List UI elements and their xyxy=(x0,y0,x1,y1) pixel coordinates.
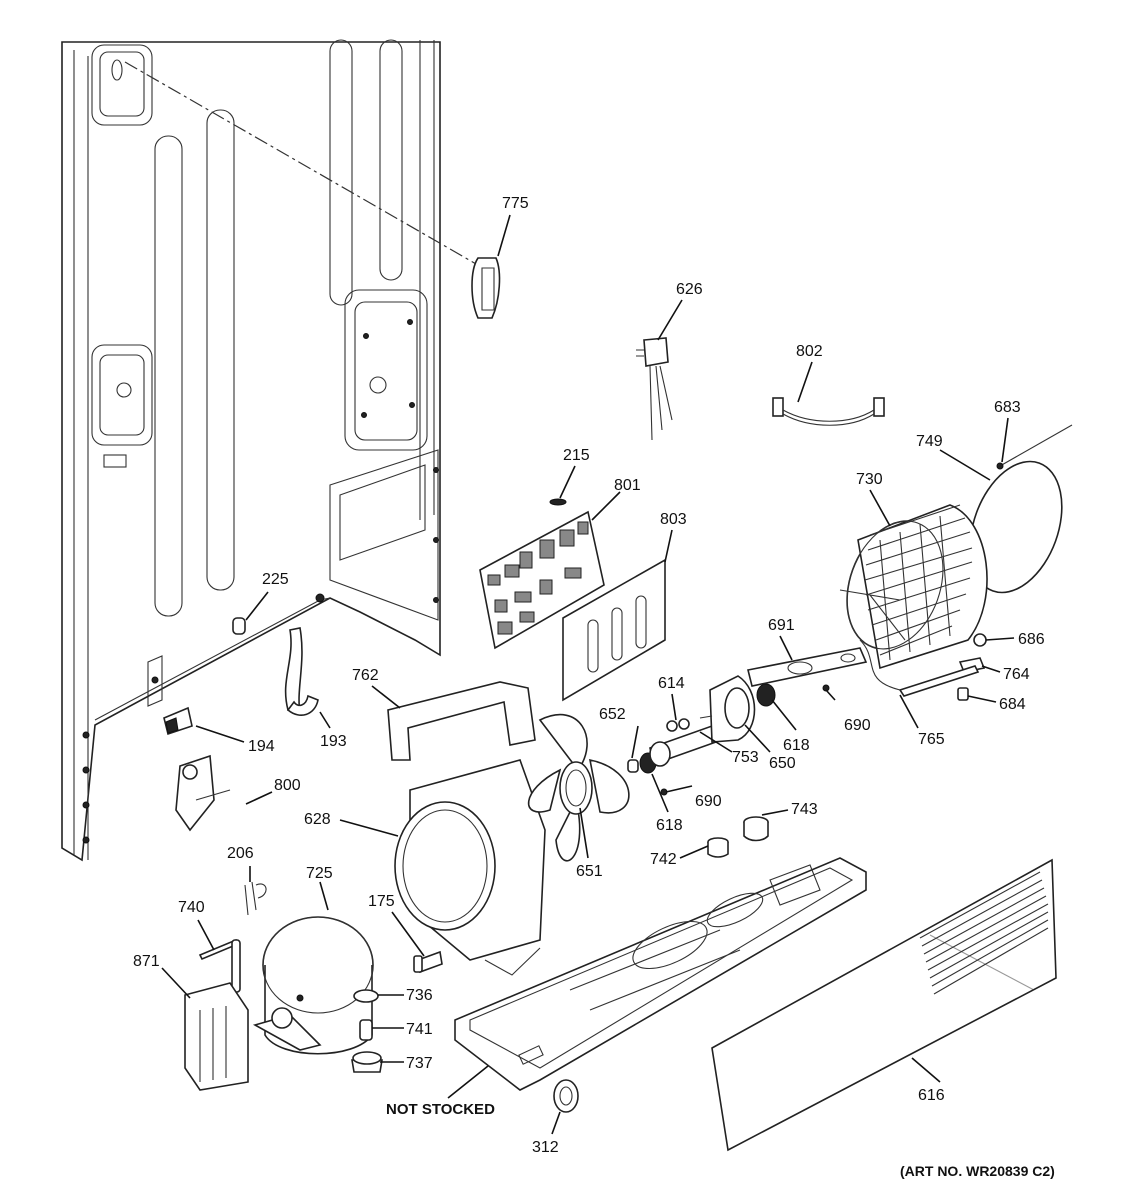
part-614-label: 614 xyxy=(658,675,685,692)
part-753-label: 753 xyxy=(732,749,759,766)
part-730-label: 730 xyxy=(856,471,883,488)
part-801-control-board xyxy=(479,510,605,650)
part-737-label: 737 xyxy=(406,1055,433,1072)
part-801-label: 801 xyxy=(614,477,641,494)
part-800-label: 800 xyxy=(274,777,301,794)
part-312-roller xyxy=(553,1079,579,1113)
part-691-label: 691 xyxy=(768,617,795,634)
part-684-screw xyxy=(957,687,969,701)
part-215-label: 215 xyxy=(563,447,590,464)
part-206-label: 206 xyxy=(227,845,254,862)
art-number-note: (ART NO. WR20839 C2) xyxy=(900,1163,1055,1179)
base-pan xyxy=(454,857,867,1091)
part-651-fan-blade xyxy=(527,713,630,862)
part-626-harness xyxy=(636,337,673,441)
part-652-spacer xyxy=(627,759,639,773)
part-215-clip xyxy=(549,498,567,506)
part-626-label: 626 xyxy=(676,281,703,298)
part-691-bracket xyxy=(747,647,868,687)
part-743-foot xyxy=(743,816,769,842)
part-686-screw xyxy=(973,633,987,647)
part-803-plate xyxy=(562,558,666,702)
part-802-label: 802 xyxy=(796,343,823,360)
part-628-shroud xyxy=(394,759,546,976)
part-725-compressor xyxy=(252,916,374,1055)
leader-lines xyxy=(161,214,1015,1135)
part-740-tube xyxy=(198,938,241,993)
part-684-label: 684 xyxy=(999,696,1026,713)
part-871-label: 871 xyxy=(133,953,160,970)
part-618-grommet-right xyxy=(756,683,776,707)
part-194-bracket xyxy=(163,706,193,736)
part-741-label: 741 xyxy=(406,1021,433,1038)
part-871-relay xyxy=(184,982,249,1091)
not-stocked-note: NOT STOCKED xyxy=(386,1101,495,1118)
part-206-clip xyxy=(244,881,267,916)
part-742-label: 742 xyxy=(650,851,677,868)
part-743-label: 743 xyxy=(791,801,818,818)
part-762-duct xyxy=(387,681,536,761)
part-683-label: 683 xyxy=(994,399,1021,416)
part-614-nuts xyxy=(666,718,690,732)
part-650-motor xyxy=(699,675,756,743)
part-175-bolt xyxy=(413,950,443,974)
part-194-label: 194 xyxy=(248,738,275,755)
part-749-label: 749 xyxy=(916,433,943,450)
part-225-label: 225 xyxy=(262,571,289,588)
part-730-condenser xyxy=(839,504,988,670)
part-618-label-right: 618 xyxy=(783,737,810,754)
part-762-label: 762 xyxy=(352,667,379,684)
part-725-label: 725 xyxy=(306,865,333,882)
part-741-sleeve xyxy=(359,1019,373,1041)
part-683-sensor xyxy=(996,424,1073,470)
part-765-label: 765 xyxy=(918,731,945,748)
part-number-labels: 775 626 802 683 749 215 801 730 803 225 … xyxy=(133,195,1045,1156)
part-803-label: 803 xyxy=(660,511,687,528)
part-650-label: 650 xyxy=(769,755,796,772)
part-175-label: 175 xyxy=(368,893,395,910)
cabinet-back-panel xyxy=(61,39,491,862)
part-736-grommet xyxy=(353,989,379,1003)
part-616-access-cover xyxy=(711,858,1057,1152)
part-193-drain-tube xyxy=(284,627,319,716)
part-686-label: 686 xyxy=(1018,631,1045,648)
part-740-label: 740 xyxy=(178,899,205,916)
part-775-label: 775 xyxy=(502,195,529,212)
part-628-label: 628 xyxy=(304,811,331,828)
edge-screws xyxy=(82,467,439,844)
part-749-cover xyxy=(969,460,1063,594)
part-225-plug xyxy=(232,617,246,635)
part-312-label: 312 xyxy=(532,1139,559,1156)
part-736-label: 736 xyxy=(406,987,433,1004)
part-652-label: 652 xyxy=(599,706,626,723)
part-765-bracket xyxy=(859,639,980,697)
part-753-bracket xyxy=(649,724,717,767)
part-737-grommet xyxy=(351,1051,383,1073)
part-616-label: 616 xyxy=(918,1087,945,1104)
part-764-label: 764 xyxy=(1003,666,1030,683)
part-618-label-left: 618 xyxy=(656,817,683,834)
part-802-harness xyxy=(772,397,885,426)
part-775-clip xyxy=(471,257,501,319)
part-690-label-left: 690 xyxy=(695,793,722,810)
part-651-label: 651 xyxy=(576,863,603,880)
part-193-label: 193 xyxy=(320,733,347,750)
part-800-valve xyxy=(175,754,231,832)
part-690-label-right: 690 xyxy=(844,717,871,734)
part-742-foot xyxy=(707,837,729,858)
